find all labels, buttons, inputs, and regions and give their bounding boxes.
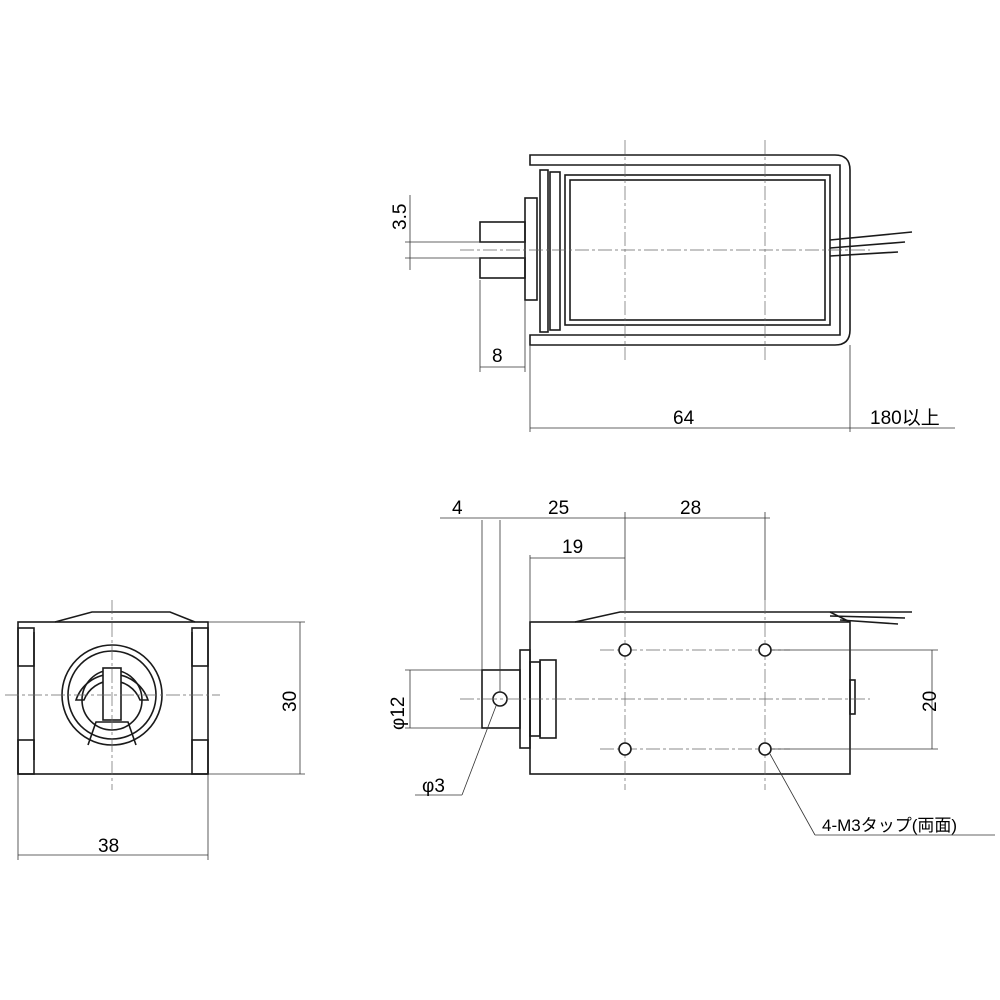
side-view: 4 25 28 19 φ12 φ3 20 4-M3タップ(両面)	[388, 498, 995, 836]
tap-note-label: 4-M3タップ(両面)	[822, 816, 957, 835]
dim-pin-thickness-label: 3.5	[390, 204, 411, 230]
top-view: 3.5 8 64 180以上	[390, 140, 955, 432]
side-view-right-notch	[849, 679, 856, 715]
side-view-tap-hole-tr	[758, 643, 772, 657]
dim-pin-hole-label: φ3	[422, 776, 445, 797]
end-view-body	[17, 621, 209, 775]
top-view-pin-upper	[479, 221, 526, 243]
top-view-frame-outer	[529, 154, 851, 346]
dim-first-hole-offset-label: 25	[548, 498, 569, 519]
dim-body-length-label: 64	[673, 408, 695, 429]
side-view-tap-hole-bl	[618, 742, 632, 756]
side-view-tap-hole-tl	[618, 643, 632, 657]
end-view: 30 38	[5, 600, 305, 860]
end-view-clip	[74, 673, 150, 701]
dim-lead-length-label: 180以上	[870, 407, 940, 429]
dim-stroke-offset-label: 19	[562, 537, 583, 558]
side-view-body	[529, 621, 851, 775]
side-view-top-cap	[574, 611, 851, 623]
top-view-lead-3	[829, 251, 899, 257]
dim-hole-pitch-label: 28	[680, 498, 701, 519]
dim-pin-length-label: 8	[492, 346, 503, 367]
top-view-flange-1	[539, 169, 549, 333]
dim-plunger-dia-label: φ12	[388, 697, 409, 730]
top-view-lead-1	[829, 231, 913, 241]
end-view-top-cap	[54, 611, 196, 623]
dim-plunger-offset-label: 4	[452, 498, 463, 519]
dim-pin-hole-leader-1	[461, 705, 497, 796]
top-view-flange-2	[549, 171, 561, 331]
top-view-pin-lower	[479, 257, 526, 279]
dim-width-label: 38	[98, 836, 119, 857]
end-view-tab-tl	[17, 627, 35, 667]
end-view-tab-tr	[191, 627, 209, 667]
end-view-tab-bl	[17, 739, 35, 775]
dim-hole-v-label: 20	[920, 691, 941, 712]
top-view-plunger-collar	[524, 197, 538, 301]
end-view-tab-br	[191, 739, 209, 775]
side-view-lead-2	[829, 615, 906, 619]
side-view-lead-3	[839, 619, 899, 625]
side-view-tap-hole-br	[758, 742, 772, 756]
top-view-lead-2	[829, 241, 906, 249]
dim-height-label: 30	[280, 691, 301, 712]
tap-note-leader-1	[769, 753, 816, 836]
